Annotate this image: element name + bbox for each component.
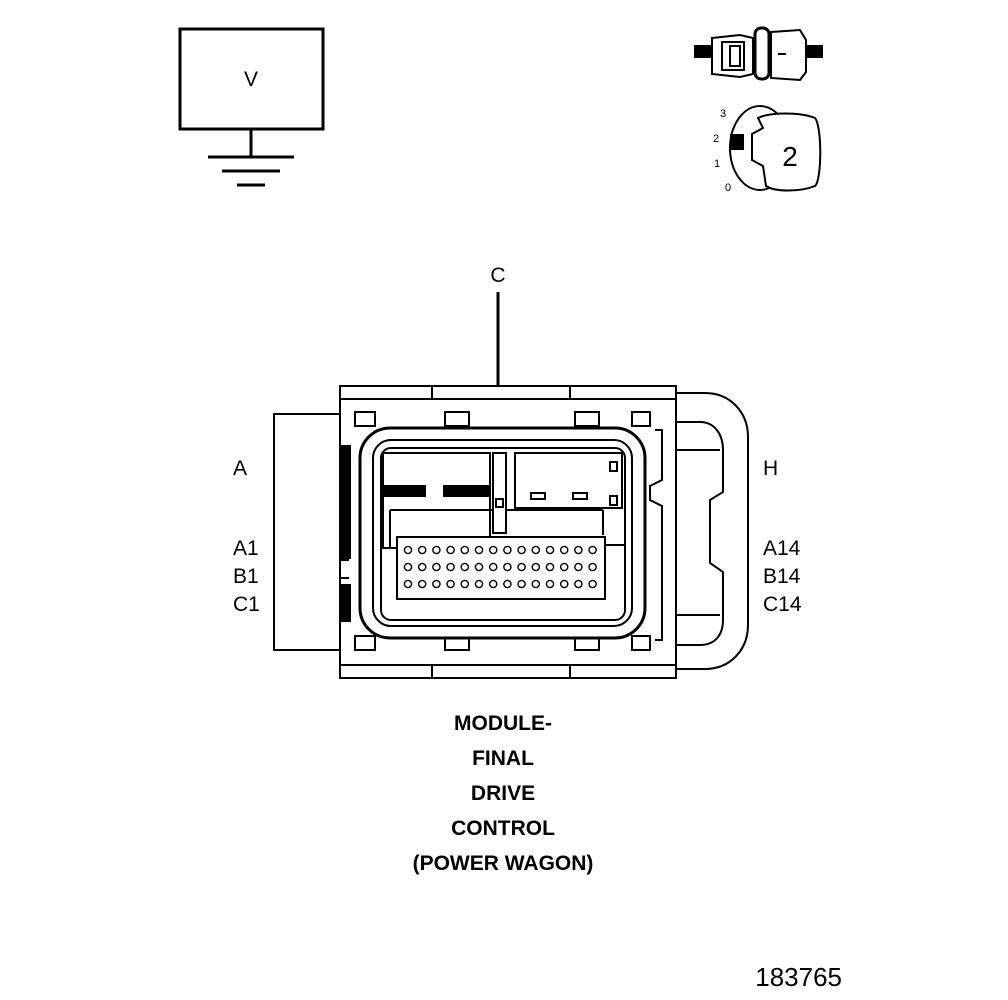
connector-pin: [403, 579, 413, 589]
connector-pin: [517, 545, 526, 555]
connector-pin: [574, 545, 583, 555]
connector-pin: [517, 562, 526, 572]
key-position-3: 3: [720, 108, 726, 120]
connector-pin: [403, 562, 413, 572]
connector-pin: [574, 562, 583, 572]
connector-pin: [574, 579, 583, 589]
connector-pin: [559, 562, 569, 572]
key-number: 2: [782, 141, 798, 172]
connector-pin: [488, 562, 498, 572]
figure-number: 183765: [755, 962, 842, 992]
label-a14: A14: [763, 537, 801, 560]
ground-icon: [208, 155, 294, 187]
connector-pin: [403, 545, 413, 555]
key-position-1: 1: [714, 158, 720, 170]
label-row-h: H: [763, 457, 778, 480]
connector-pin: [432, 545, 441, 555]
caption-line-5: (POWER WAGON): [413, 852, 594, 875]
connector-pin: [460, 545, 470, 555]
label-b14: B14: [763, 565, 801, 588]
caption-line-1: MODULE-: [454, 712, 552, 735]
pin-grid: [403, 545, 597, 589]
key-position-2: 2: [713, 133, 719, 145]
label-row-a: A: [233, 457, 247, 480]
connector-pin: [545, 562, 555, 572]
test-probe-icon: [694, 26, 823, 82]
connector-pin: [417, 562, 427, 572]
connector-pin: [503, 579, 512, 589]
connector-pin: [531, 562, 541, 572]
connector-pin: [460, 579, 470, 589]
callout-c-label: C: [490, 264, 505, 287]
connector-pin: [517, 579, 526, 589]
connector-pin: [588, 545, 597, 555]
connector-pin: [588, 579, 597, 589]
connector-pin: [417, 545, 427, 555]
connector-pin: [503, 562, 512, 572]
connector-pin: [474, 562, 484, 572]
connector-pin: [488, 545, 498, 555]
connector-pin: [588, 562, 597, 572]
ignition-key-icon: [729, 105, 822, 192]
connector-pin: [474, 545, 484, 555]
label-c14: C14: [763, 593, 802, 616]
caption-line-2: FINAL: [472, 747, 534, 770]
connector-pin: [559, 579, 569, 589]
connector-body: [273, 385, 749, 679]
connector-pin: [446, 562, 455, 572]
connector-pin: [545, 545, 555, 555]
connector-pin: [531, 545, 541, 555]
voltmeter-label: V: [244, 68, 258, 91]
connector-pin: [432, 579, 441, 589]
connector-pin: [446, 545, 455, 555]
connector-pin: [460, 562, 470, 572]
connector-pin: [417, 579, 427, 589]
connector-pin: [503, 545, 512, 555]
key-position-0: 0: [725, 182, 731, 194]
caption-line-3: DRIVE: [471, 782, 535, 805]
caption-line-4: CONTROL: [451, 817, 555, 840]
connector-pin: [432, 562, 441, 572]
connector-pin: [559, 545, 569, 555]
label-c1: C1: [233, 593, 260, 616]
connector-pin: [488, 579, 498, 589]
label-a1: A1: [233, 537, 259, 560]
connector-pin: [545, 579, 555, 589]
label-b1: B1: [233, 565, 259, 588]
connector-pin: [474, 579, 484, 589]
voltmeter-symbol: [178, 27, 325, 187]
connector-pin: [531, 579, 541, 589]
connector-pin: [446, 579, 455, 589]
